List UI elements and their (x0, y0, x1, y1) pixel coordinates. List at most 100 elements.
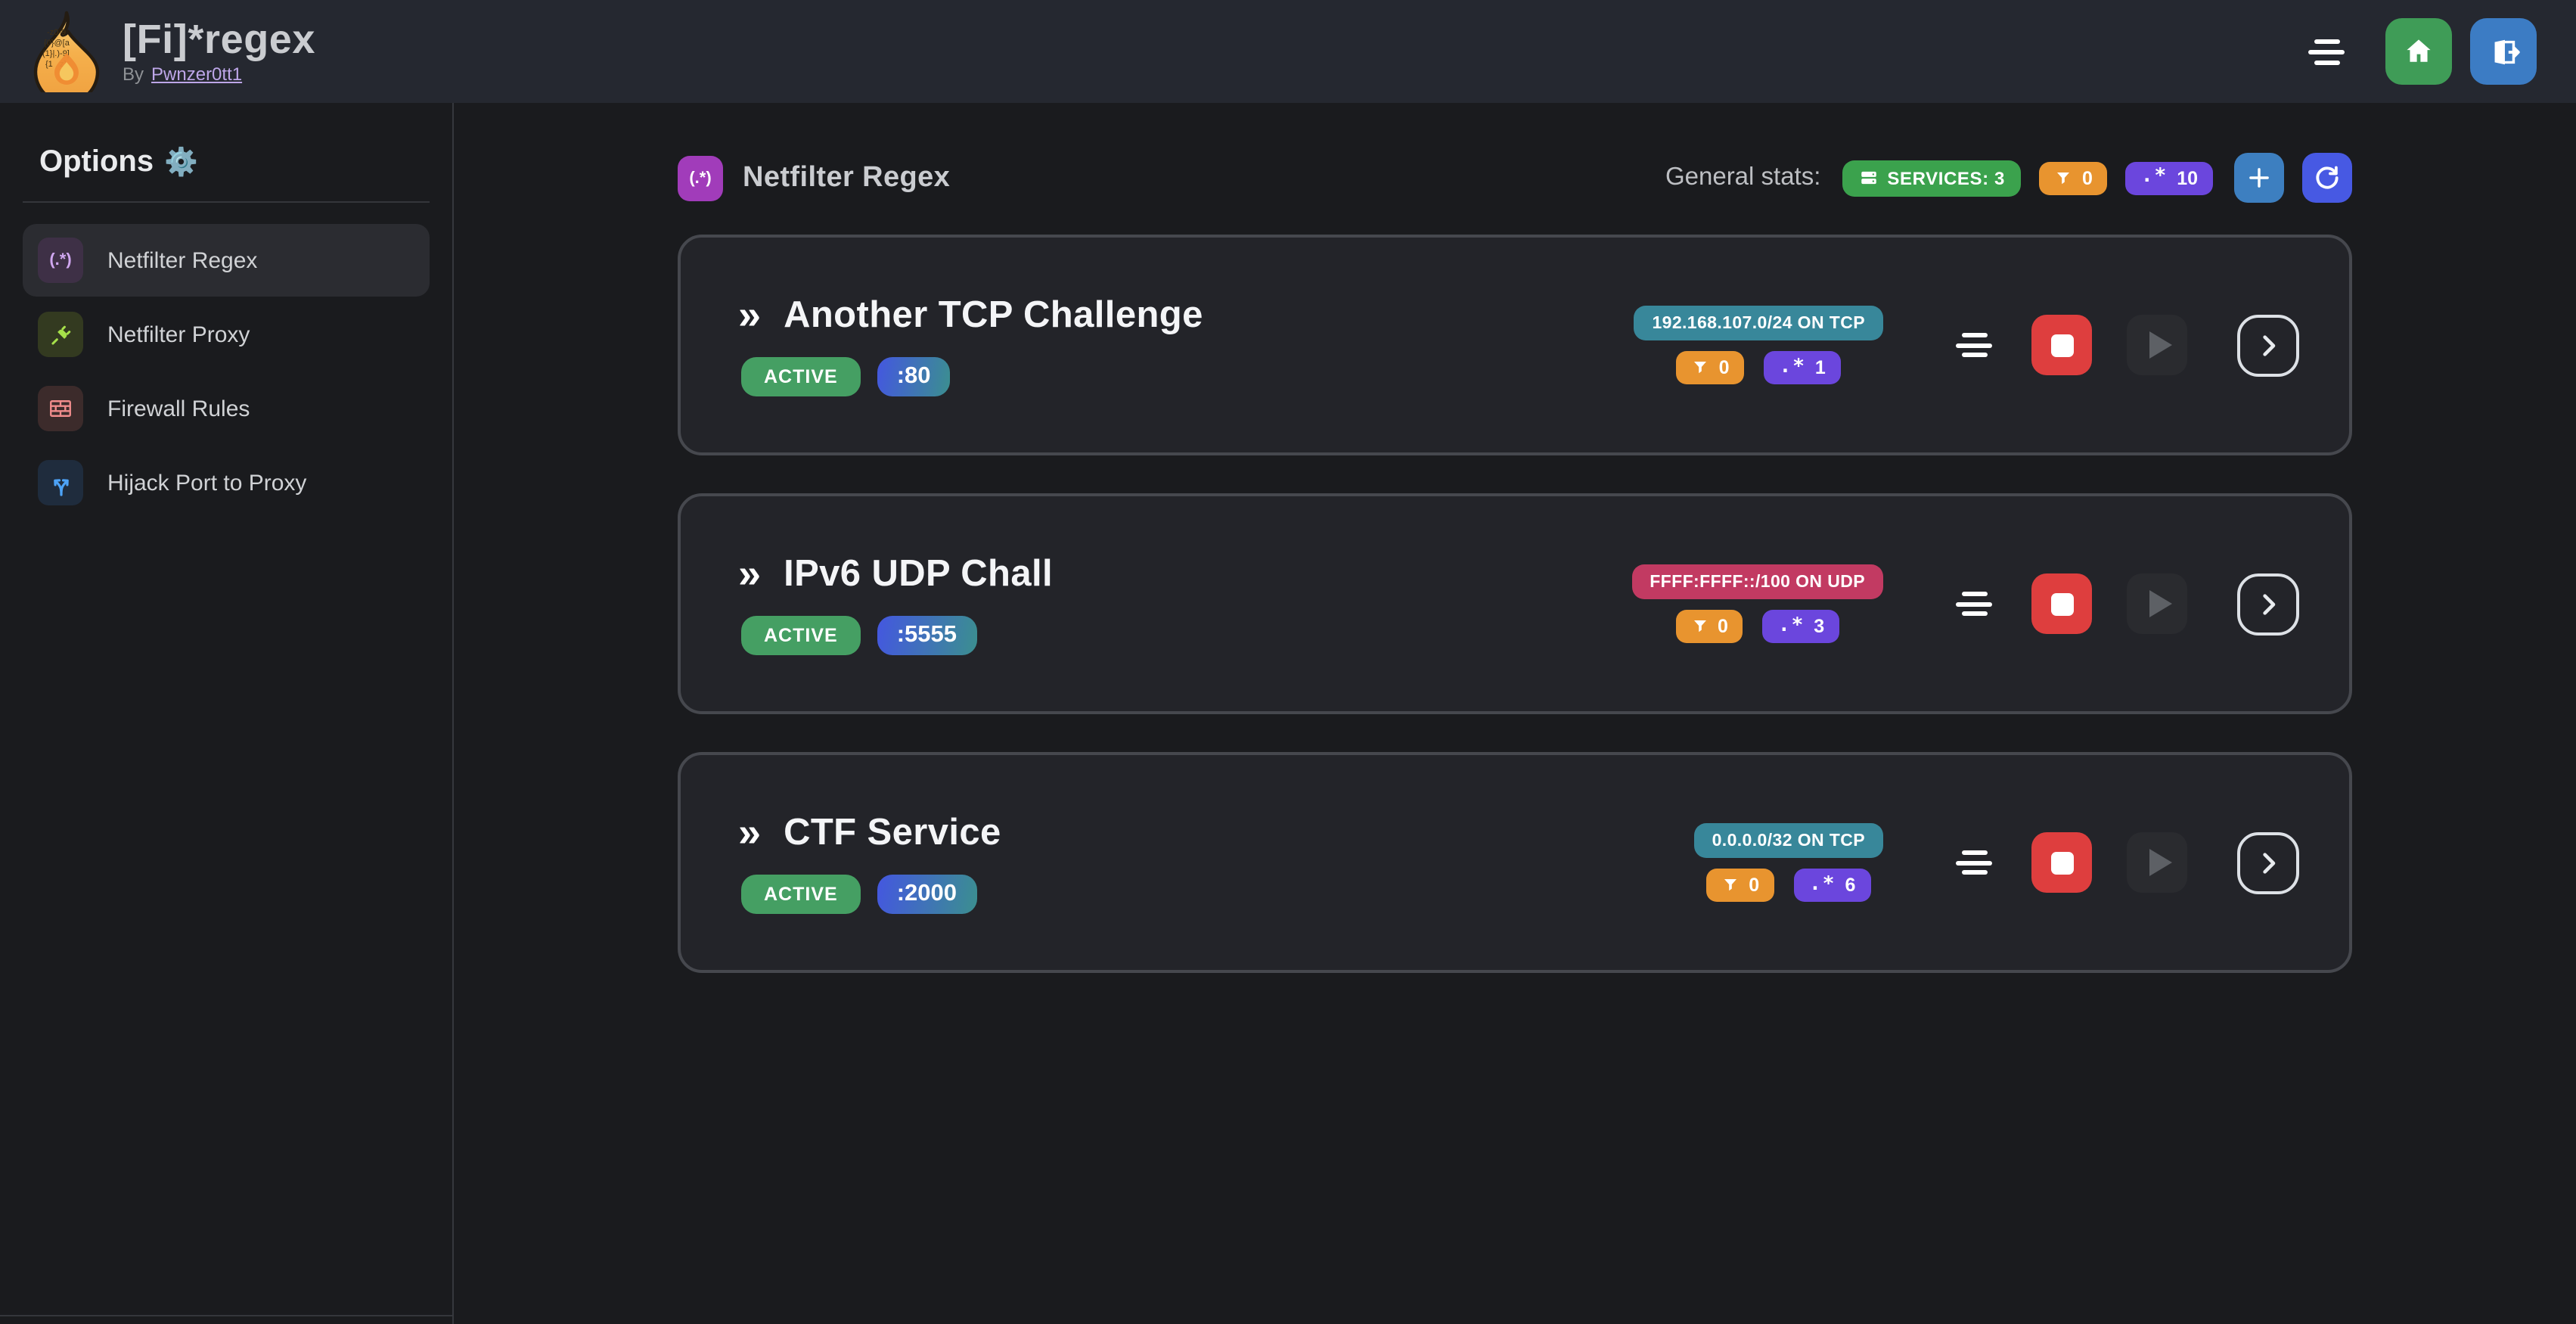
menu-icon[interactable] (2308, 39, 2345, 64)
stats-label: General stats: (1665, 163, 1821, 191)
port-badge: :5555 (877, 615, 976, 654)
sidebar-item-label: Hijack Port to Proxy (107, 470, 307, 496)
stop-icon (2050, 592, 2073, 615)
play-icon (2149, 590, 2171, 617)
regex-count-badge: .* 1 (1764, 351, 1841, 384)
sidebar-item-label: Netfilter Regex (107, 247, 258, 273)
navbar-actions (2308, 18, 2537, 85)
service-menu-icon[interactable] (1956, 333, 1992, 357)
services-count-badge: SERVICES: 3 (1842, 160, 2022, 196)
sidebar-item-label: Firewall Rules (107, 396, 250, 421)
byline-label: By (123, 64, 144, 85)
sidebar-item-firewall-rules[interactable]: Firewall Rules (23, 372, 430, 445)
home-icon (2402, 35, 2435, 68)
filtered-total-badge: 0 (2039, 161, 2108, 194)
port-badge: :2000 (877, 874, 976, 913)
main-area: (.*) Netfilter Regex General stats: (454, 103, 2576, 1324)
svg-text:(1}|.)-9]: (1}|.)-9] (42, 49, 70, 58)
byline: By Pwnzer0tt1 (123, 64, 315, 85)
sidebar-divider (23, 201, 430, 203)
service-title: CTF Service (784, 812, 1001, 853)
double-chevron-icon: » (738, 292, 762, 337)
svg-text:-z0-9: -z0-9 (47, 28, 66, 37)
stop-button[interactable] (2031, 573, 2092, 634)
netfilter-regex-icon: (.*) (678, 155, 723, 200)
filtered-badge: 0 (1706, 869, 1775, 902)
service-card: » CTF Service ACTIVE :2000 0.0.0.0/32 ON… (678, 752, 2352, 973)
filtered-badge: 0 (1675, 610, 1743, 643)
status-badge: ACTIVE (741, 874, 861, 913)
scope-badge: 192.168.107.0/24 ON TCP (1634, 306, 1883, 340)
split-arrows-icon (38, 460, 83, 505)
status-badge: ACTIVE (741, 356, 861, 396)
regex-count-badge: .* 6 (1794, 869, 1871, 902)
regex-icon: .* (1809, 872, 1836, 895)
refresh-button[interactable] (2302, 153, 2352, 203)
add-service-button[interactable] (2234, 153, 2284, 203)
logout-button[interactable] (2470, 18, 2537, 85)
app-title: [Fi]*regex (123, 16, 316, 62)
scope-badge: 0.0.0.0/32 ON TCP (1693, 823, 1883, 858)
service-menu-icon[interactable] (1956, 592, 1992, 616)
stop-icon (2050, 851, 2073, 874)
chevron-right-icon (2252, 847, 2284, 878)
open-service-button[interactable] (2237, 831, 2299, 894)
regex-icon: .* (1777, 614, 1805, 636)
sidebar-header: Options ⚙️ (0, 145, 452, 180)
svg-text:{0}@[a: {0}@[a (44, 39, 70, 48)
double-chevron-icon: » (738, 551, 762, 596)
wall-icon (38, 386, 83, 431)
sidebar: Options ⚙️ (.*) Netfilter Regex Netfilte… (0, 103, 454, 1324)
start-button[interactable] (2127, 573, 2187, 634)
play-icon (2149, 849, 2171, 876)
regex-icon: (.*) (38, 238, 83, 283)
start-button[interactable] (2127, 315, 2187, 375)
status-badge: ACTIVE (741, 615, 861, 654)
section-title: Netfilter Regex (743, 161, 951, 193)
service-card: » IPv6 UDP Chall ACTIVE :5555 FFFF:FFFF:… (678, 493, 2352, 714)
plus-icon (2245, 163, 2273, 192)
chevron-right-icon (2252, 588, 2284, 620)
funnel-icon (1690, 617, 1709, 636)
home-button[interactable] (2385, 18, 2452, 85)
regex-icon: .* (1779, 355, 1806, 378)
service-title: IPv6 UDP Chall (784, 553, 1054, 594)
sidebar-item-label: Netfilter Proxy (107, 322, 250, 347)
port-badge: :80 (877, 356, 951, 396)
stop-button[interactable] (2031, 832, 2092, 893)
section-header: (.*) Netfilter Regex General stats: (678, 153, 2352, 203)
sidebar-item-hijack-port-to-proxy[interactable]: Hijack Port to Proxy (23, 446, 430, 519)
service-menu-icon[interactable] (1956, 850, 1992, 875)
play-icon (2149, 331, 2171, 359)
double-chevron-icon: » (738, 810, 762, 855)
sidebar-nav: (.*) Netfilter Regex Netfilter Proxy Fir… (0, 224, 452, 519)
funnel-icon (1692, 359, 1710, 377)
scope-badge: FFFF:FFFF::/100 ON UDP (1631, 564, 1883, 599)
funnel-icon (2055, 169, 2073, 187)
refresh-icon (2313, 163, 2342, 192)
regex-total-badge: .* 10 (2125, 161, 2213, 194)
service-title: Another TCP Challenge (784, 294, 1203, 335)
regex-icon: .* (2140, 165, 2168, 188)
filtered-badge: 0 (1676, 351, 1745, 384)
stop-icon (2050, 334, 2073, 356)
open-service-button[interactable] (2237, 573, 2299, 635)
logout-icon (2486, 34, 2521, 69)
plug-icon (38, 312, 83, 357)
chevron-right-icon (2252, 329, 2284, 361)
service-card: » Another TCP Challenge ACTIVE :80 192.1… (678, 235, 2352, 455)
start-button[interactable] (2127, 832, 2187, 893)
navbar: -z0-9 {0}@[a (1}|.)-9] {1 z] [Fi]*regex … (0, 0, 2576, 103)
sidebar-item-netfilter-regex[interactable]: (.*) Netfilter Regex (23, 224, 430, 297)
regex-count-badge: .* 3 (1762, 610, 1840, 643)
stop-button[interactable] (2031, 315, 2092, 375)
sidebar-item-netfilter-proxy[interactable]: Netfilter Proxy (23, 298, 430, 371)
service-list: » Another TCP Challenge ACTIVE :80 192.1… (678, 235, 2352, 973)
flame-logo-icon[interactable]: -z0-9 {0}@[a (1}|.)-9] {1 z] (30, 9, 103, 94)
gear-icon: ⚙️ (164, 147, 198, 177)
author-link[interactable]: Pwnzer0tt1 (151, 64, 243, 85)
navbar-brand: -z0-9 {0}@[a (1}|.)-9] {1 z] [Fi]*regex … (30, 9, 315, 94)
funnel-icon (1721, 876, 1740, 894)
open-service-button[interactable] (2237, 314, 2299, 376)
